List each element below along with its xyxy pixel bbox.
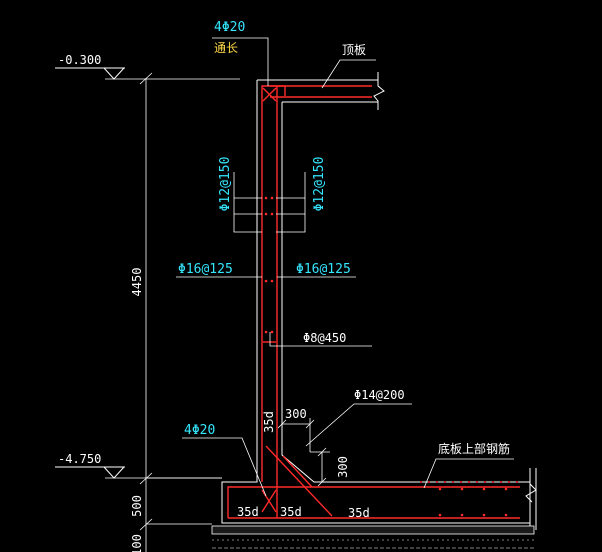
base-rebar bbox=[227, 420, 520, 519]
blinding-layer bbox=[211, 525, 535, 549]
wall-outline bbox=[221, 72, 537, 530]
dim-anchor-mid: 35d bbox=[280, 505, 302, 519]
vertical-dimension-line bbox=[139, 72, 222, 552]
dim-base-thickness: 500 bbox=[130, 495, 144, 517]
dim-anchor-right: 35d bbox=[348, 506, 370, 520]
label-bars-12-left: Φ12@150 bbox=[218, 157, 233, 212]
elevation-bottom-label: -4.750 bbox=[58, 452, 101, 466]
leader-lines bbox=[176, 37, 514, 497]
dim-anchor-left: 35d bbox=[237, 505, 259, 519]
elevation-marker-top bbox=[55, 67, 240, 80]
label-base-top-rebar: 底板上部钢筋 bbox=[438, 441, 510, 456]
wall-rebar bbox=[261, 85, 372, 482]
label-tie-bars: Φ8@450 bbox=[303, 331, 346, 345]
dim-haunch-height: 300 bbox=[336, 456, 350, 478]
label-roof-slab: 顶板 bbox=[342, 43, 366, 57]
label-top-bars: 4Φ20 bbox=[214, 20, 245, 35]
label-haunch-bars: Φ14@200 bbox=[354, 388, 405, 402]
dim-anchor-wall: 35d bbox=[262, 411, 276, 433]
label-bottom-bars: 4Φ20 bbox=[184, 423, 215, 438]
label-bars-16-right: Φ16@125 bbox=[296, 262, 351, 277]
label-bars-12-right: Φ12@150 bbox=[312, 157, 327, 212]
elevation-marker-bottom bbox=[55, 466, 222, 479]
dim-haunch-width: 300 bbox=[285, 407, 307, 421]
rebar-dots bbox=[264, 196, 508, 517]
elevation-top-label: -0.300 bbox=[58, 53, 101, 67]
label-bars-16-left: Φ16@125 bbox=[178, 262, 233, 277]
label-top-bars-note: 通长 bbox=[214, 41, 238, 55]
dim-wall-height: 4450 bbox=[130, 268, 144, 297]
dim-bottom-layer: 100 bbox=[130, 534, 144, 552]
